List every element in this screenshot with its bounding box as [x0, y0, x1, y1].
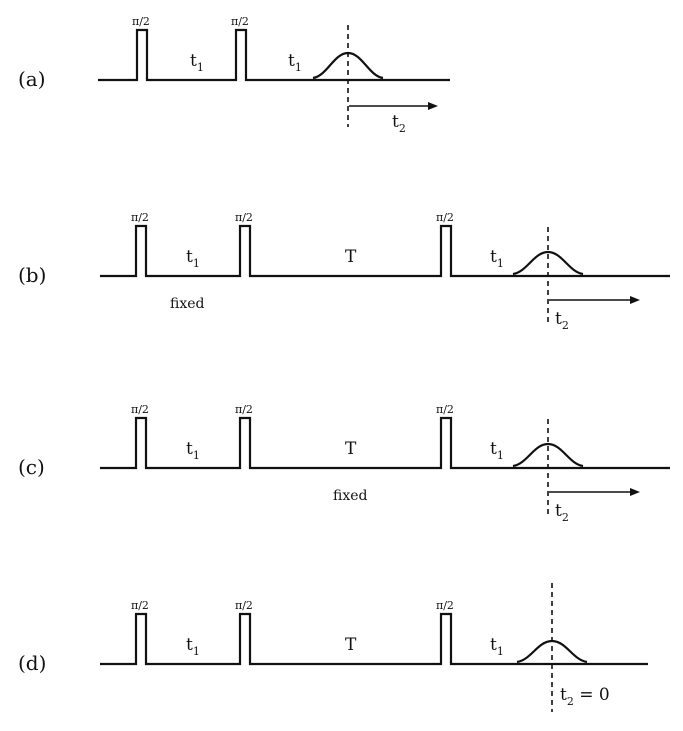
t1-label: t1 [490, 635, 504, 658]
pulse-label: π/2 [131, 211, 149, 224]
pulse-label: π/2 [436, 403, 454, 416]
echo-signal [512, 250, 584, 276]
pi-half-pulse [136, 418, 146, 468]
T-label: T [345, 439, 357, 459]
pi-half-pulse [136, 226, 146, 276]
pulse-label: π/2 [436, 211, 454, 224]
pi-half-pulse [240, 418, 250, 468]
fixed-label: fixed [170, 296, 205, 312]
t1-label: t1 [288, 51, 302, 74]
t2-label: t2 [392, 112, 406, 135]
pi-half-pulse [441, 226, 451, 276]
pi-half-pulse [136, 614, 146, 664]
panel-a: (a) π/2 π/2 t1 t1 t2 [18, 15, 450, 135]
t2-label: t2 [555, 501, 569, 524]
t1-label: t1 [186, 247, 200, 270]
rf-baseline [100, 416, 670, 470]
panel-label: (c) [18, 455, 45, 479]
t1-label: t1 [190, 51, 204, 74]
arrow-head-icon [428, 102, 438, 110]
pi-half-pulse [236, 30, 246, 80]
arrow-head-icon [630, 296, 640, 304]
fixed-label: fixed [333, 488, 368, 504]
pulse-label: π/2 [131, 403, 149, 416]
rf-baseline [100, 224, 670, 278]
t1-label: t1 [490, 439, 504, 462]
pulse-label: π/2 [235, 599, 253, 612]
t1-label: t1 [186, 439, 200, 462]
T-label: T [345, 247, 357, 267]
pi-half-pulse [441, 614, 451, 664]
pi-half-pulse [240, 226, 250, 276]
t1-label: t1 [490, 247, 504, 270]
pulse-label: π/2 [231, 15, 249, 28]
pi-half-pulse [137, 30, 147, 80]
panel-label: (b) [18, 263, 46, 287]
panel-label: (a) [18, 67, 46, 91]
pulse-label: π/2 [235, 211, 253, 224]
T-label: T [345, 635, 357, 655]
t1-label: t1 [186, 635, 200, 658]
panel-label: (d) [18, 651, 46, 675]
pulse-label: π/2 [132, 15, 150, 28]
pi-half-pulse [240, 614, 250, 664]
t2-label: t2 = 0 [560, 685, 610, 708]
panel-d: (d) π/2 π/2 π/2 t1 t1 Tt2 = 0 [18, 583, 648, 712]
arrow-head-icon [630, 488, 640, 496]
rf-baseline [100, 612, 648, 666]
pulse-label: π/2 [436, 599, 454, 612]
pulse-label: π/2 [131, 599, 149, 612]
pi-half-pulse [441, 418, 451, 468]
pulse-label: π/2 [235, 403, 253, 416]
rf-baseline [98, 28, 450, 82]
echo-signal [512, 442, 584, 468]
t2-label: t2 [555, 309, 569, 332]
